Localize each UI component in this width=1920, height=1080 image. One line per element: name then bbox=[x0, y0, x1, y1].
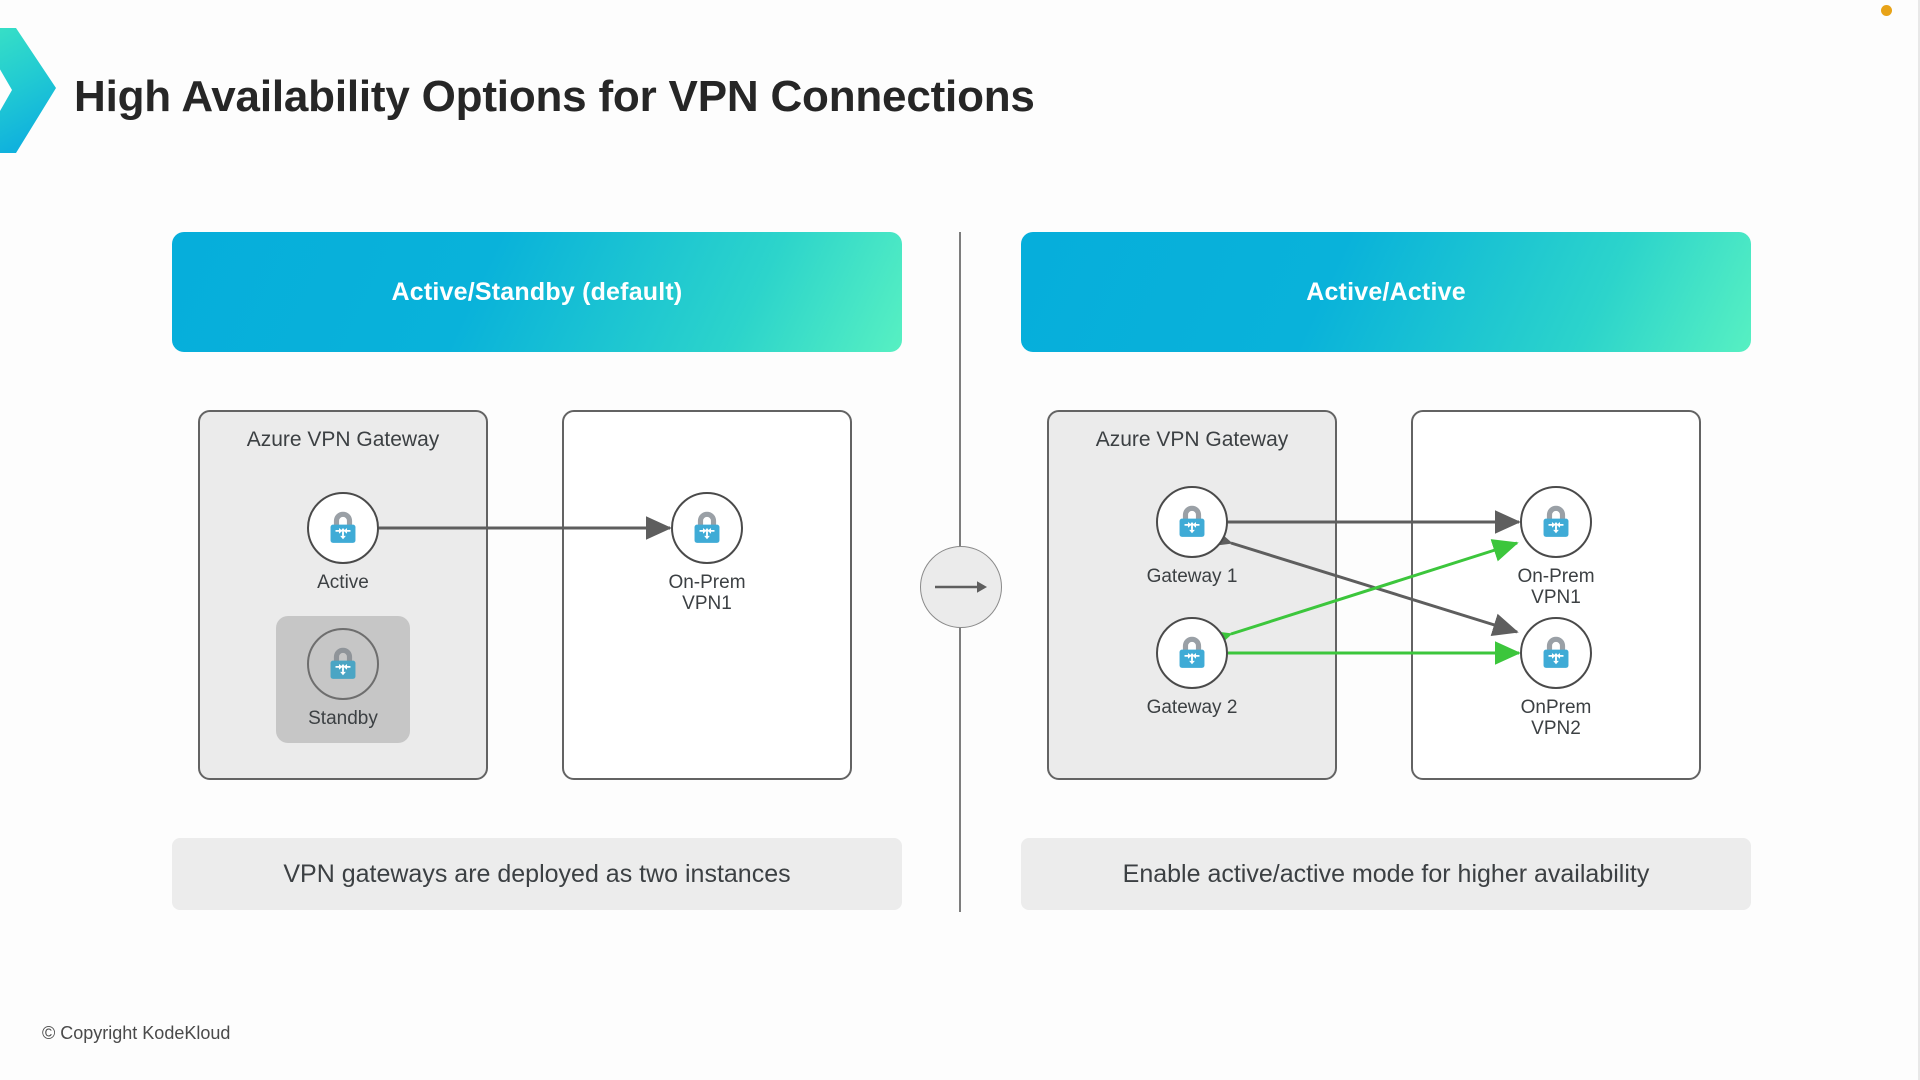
panel-header-active-standby: Active/Standby (default) bbox=[172, 232, 902, 352]
copyright-footer: © Copyright KodeKloud bbox=[42, 1023, 231, 1043]
panel-header-active-active: Active/Active bbox=[1021, 232, 1751, 352]
node-label: Standby bbox=[308, 708, 378, 729]
node-active[interactable]: Active bbox=[278, 492, 408, 594]
vpn-gateway-lock-icon bbox=[1156, 617, 1228, 689]
vpn-gateway-lock-icon bbox=[671, 492, 743, 564]
caption-active-standby: VPN gateways are deployed as two instanc… bbox=[172, 838, 902, 910]
transition-arrow-badge bbox=[920, 546, 1002, 628]
node-label: OnPrem VPN2 bbox=[1520, 697, 1592, 739]
vpn-gateway-lock-icon bbox=[307, 492, 379, 564]
zone-title: Azure VPN Gateway bbox=[246, 428, 440, 451]
node-label: Active bbox=[317, 572, 369, 593]
zone-azure-vpn-gateway: Azure VPN Gateway bbox=[1047, 410, 1337, 780]
status-dot-icon bbox=[1881, 5, 1892, 16]
panel-header-label: Active/Active bbox=[1306, 277, 1466, 306]
node-label: Gateway 2 bbox=[1146, 697, 1238, 718]
node-gateway-1[interactable]: Gateway 1 bbox=[1127, 486, 1257, 588]
arrow-right-icon bbox=[935, 581, 987, 593]
node-onprem-vpn2[interactable]: OnPrem VPN2 bbox=[1491, 617, 1621, 739]
vpn-gateway-lock-icon bbox=[307, 628, 379, 700]
node-onprem-vpn1[interactable]: On-Prem VPN1 bbox=[1491, 486, 1621, 608]
node-standby[interactable]: Standby bbox=[276, 616, 410, 743]
node-label: On-Prem VPN1 bbox=[668, 572, 746, 614]
vpn-gateway-lock-icon bbox=[1156, 486, 1228, 558]
node-label: On-Prem VPN1 bbox=[1517, 566, 1595, 608]
panel-active-standby: Active/Standby (default) Azure VPN Gatew… bbox=[172, 232, 902, 912]
caption-active-active: Enable active/active mode for higher ava… bbox=[1021, 838, 1751, 910]
diagram-active-standby: Azure VPN Gateway bbox=[172, 410, 902, 780]
panel-active-active: Active/Active Azure VPN Gateway bbox=[1021, 232, 1751, 912]
panel-header-label: Active/Standby (default) bbox=[391, 277, 683, 306]
zone-on-premises bbox=[562, 410, 852, 780]
node-label: Gateway 1 bbox=[1146, 566, 1238, 587]
diagram-active-active: Azure VPN Gateway bbox=[1021, 410, 1751, 780]
node-gateway-2[interactable]: Gateway 2 bbox=[1127, 617, 1257, 719]
caption-text: VPN gateways are deployed as two instanc… bbox=[283, 859, 791, 888]
page-title: High Availability Options for VPN Connec… bbox=[74, 72, 1035, 121]
node-onprem-vpn1[interactable]: On-Prem VPN1 bbox=[642, 492, 772, 614]
zone-title: Azure VPN Gateway bbox=[1095, 428, 1289, 451]
vpn-gateway-lock-icon bbox=[1520, 486, 1592, 558]
caption-text: Enable active/active mode for higher ava… bbox=[1122, 859, 1650, 888]
vpn-gateway-lock-icon bbox=[1520, 617, 1592, 689]
chevron-right-logo-icon bbox=[0, 28, 60, 153]
